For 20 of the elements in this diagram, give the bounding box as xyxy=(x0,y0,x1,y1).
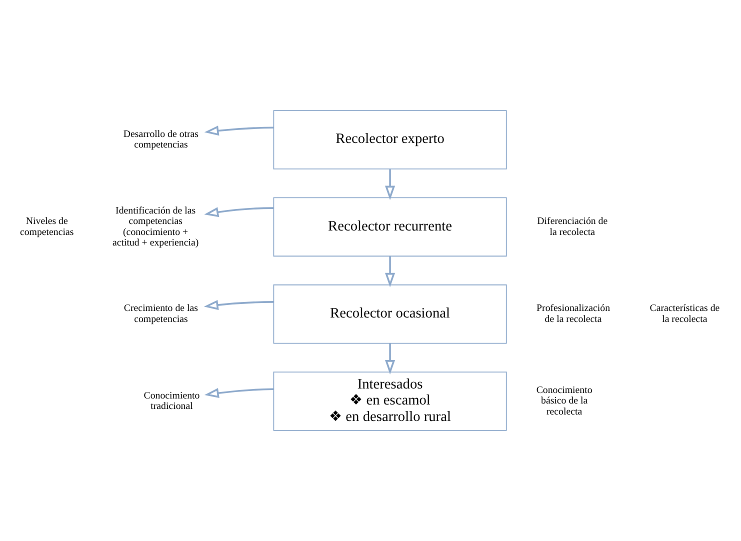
arrow xyxy=(385,343,396,374)
node-text: Identificación de las competencias (conocimiento + actitud + experiencia) xyxy=(112,205,199,249)
arrow xyxy=(385,169,396,200)
node-text: Desarrollo de otras competencias xyxy=(123,128,199,151)
label: Características de la recolecta xyxy=(650,303,720,325)
arrow xyxy=(385,256,396,288)
arrow xyxy=(204,126,274,136)
label: Diferenciación de la recolecta xyxy=(537,216,608,238)
node-box: Recolector ocasional xyxy=(273,284,507,344)
label: Niveles de competencias xyxy=(20,216,74,238)
node-text: Conocimiento tradicional xyxy=(144,390,200,412)
node-box: Recolector experto xyxy=(273,110,507,170)
arrow xyxy=(204,207,274,218)
label: Profesionalización de la recolecta xyxy=(536,303,610,325)
node-box: Interesados ❖ en escamol ❖ en desarrollo rural xyxy=(273,372,507,431)
arrow xyxy=(204,388,274,398)
arrow xyxy=(204,300,274,310)
node-box: Recolector recurrente xyxy=(273,197,507,257)
label: Conocimiento básico de la recolecta xyxy=(536,384,592,418)
node-text: Crecimiento de las competencias xyxy=(124,303,198,325)
